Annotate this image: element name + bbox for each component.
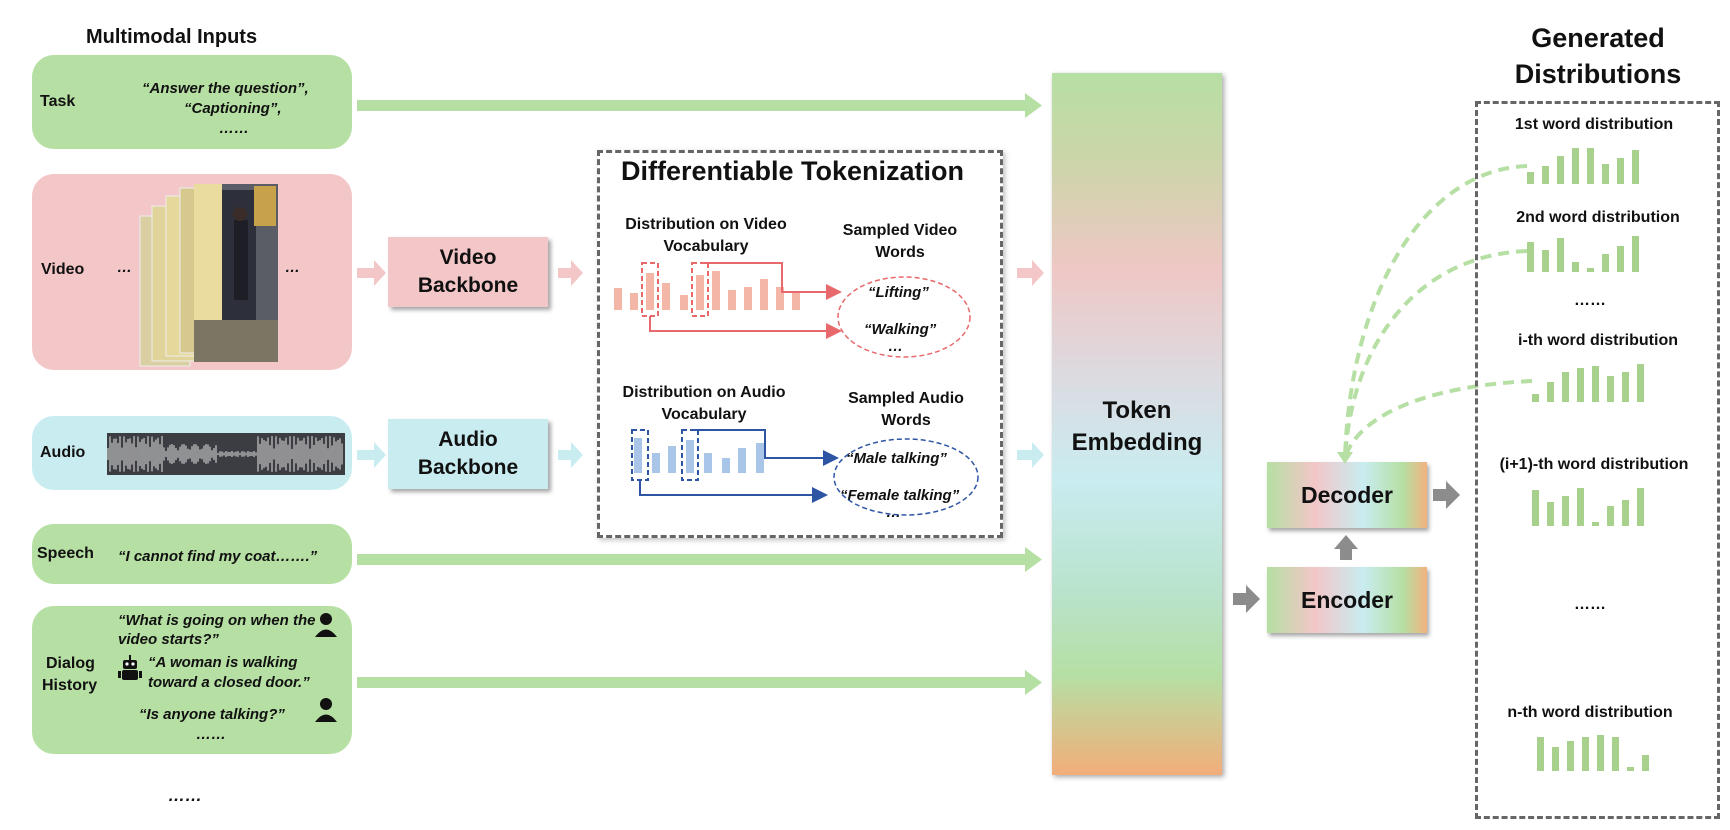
output-item-5: (i+1)-th word distribution — [1499, 456, 1689, 473]
dialog-q1-line2: video starts?” — [118, 631, 219, 648]
decoder-block: Decoder — [1267, 462, 1427, 528]
audio-word-1: “Male talking” — [846, 450, 947, 467]
video-label: Video — [41, 261, 85, 278]
more-inputs-dots: …… — [168, 786, 202, 805]
output-item-7: n-th word distribution — [1507, 704, 1673, 721]
tokenization-title: Differentiable Tokenization — [621, 156, 965, 186]
task-line-1: “Answer the question”, — [142, 80, 309, 97]
inputs-title: Multimodal Inputs — [86, 26, 258, 48]
token-embedding-block — [1052, 73, 1222, 775]
dialog-label-2: History — [42, 677, 98, 694]
task-line-3: …… — [219, 120, 249, 137]
dialog-a1-line2: toward a closed door.” — [148, 674, 310, 691]
dialog-q2: “Is anyone talking?” — [139, 706, 285, 723]
audio-label: Audio — [40, 444, 86, 461]
user-icon — [315, 698, 337, 722]
dialog-q1-line1: “What is going on when the — [118, 612, 316, 629]
video-dots-left: … — [117, 259, 132, 276]
outputs-box — [1475, 101, 1720, 819]
video-word-2: “Walking” — [864, 321, 937, 338]
audio-vocab-bars — [634, 438, 764, 473]
dist-bars-4 — [1532, 486, 1657, 526]
dialog-panel — [32, 606, 352, 754]
dialog-label-1: Dialog — [46, 655, 95, 672]
output-item-6: …… — [1574, 596, 1606, 613]
video-word-3: … — [888, 338, 903, 355]
speech-text: “I cannot find my coat…….” — [118, 548, 318, 565]
output-item-2: 2nd word distribution — [1516, 209, 1680, 226]
speech-label: Speech — [37, 545, 94, 562]
task-line-2: “Captioning”, — [184, 100, 282, 117]
dialog-a1-line1: “A woman is walking — [148, 654, 298, 671]
output-item-3: …… — [1574, 292, 1606, 309]
dist-bars-2 — [1527, 232, 1652, 272]
robot-icon — [118, 655, 142, 680]
audio-word-2: “Female talking” — [840, 487, 960, 504]
encoder-block: Encoder — [1267, 567, 1427, 633]
output-item-1: 1st word distribution — [1514, 116, 1674, 133]
dist-bars-5 — [1537, 731, 1662, 771]
video-word-1: “Lifting” — [868, 284, 929, 301]
user-icon — [315, 613, 337, 637]
dialog-dots: …… — [196, 726, 226, 743]
audio-waveform-image — [107, 433, 345, 475]
dist-bars-3 — [1532, 362, 1657, 402]
task-label: Task — [40, 93, 76, 110]
task-panel — [32, 55, 352, 149]
speech-panel — [32, 524, 352, 584]
tokenization-sampling-graphic — [614, 262, 979, 516]
audio-word-3: … — [886, 504, 901, 521]
video-dots-right: … — [285, 259, 300, 276]
video-vocab-bars — [614, 271, 800, 310]
tokenization-box — [597, 150, 1003, 538]
video-frames-image — [139, 184, 278, 367]
output-item-4: i-th word distribution — [1518, 332, 1678, 349]
dist-bars-1 — [1527, 144, 1652, 184]
